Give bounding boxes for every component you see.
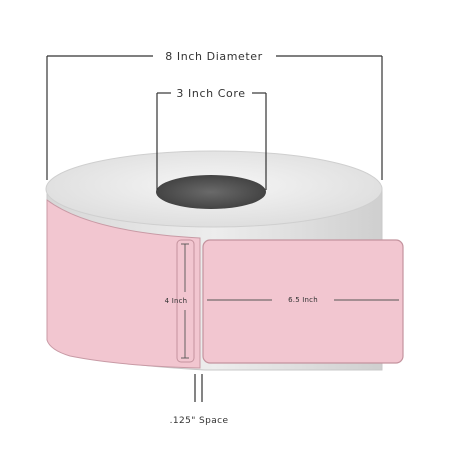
space-dimension bbox=[194, 374, 203, 402]
height-label: 4 Inch bbox=[165, 297, 188, 305]
roll-label-front bbox=[176, 239, 195, 363]
height-dimension bbox=[181, 243, 189, 359]
diameter-label: 8 Inch Diameter bbox=[165, 50, 263, 63]
core-dimension bbox=[156, 92, 267, 190]
wrapped-label-surface bbox=[46, 199, 201, 369]
diameter-dimension bbox=[46, 55, 383, 180]
flat-label bbox=[202, 239, 404, 364]
core-hole bbox=[156, 175, 266, 209]
space-label: .125" Space bbox=[170, 416, 229, 426]
width-label: 6.5 Inch bbox=[288, 296, 318, 304]
core-label: 3 Inch Core bbox=[176, 87, 245, 100]
